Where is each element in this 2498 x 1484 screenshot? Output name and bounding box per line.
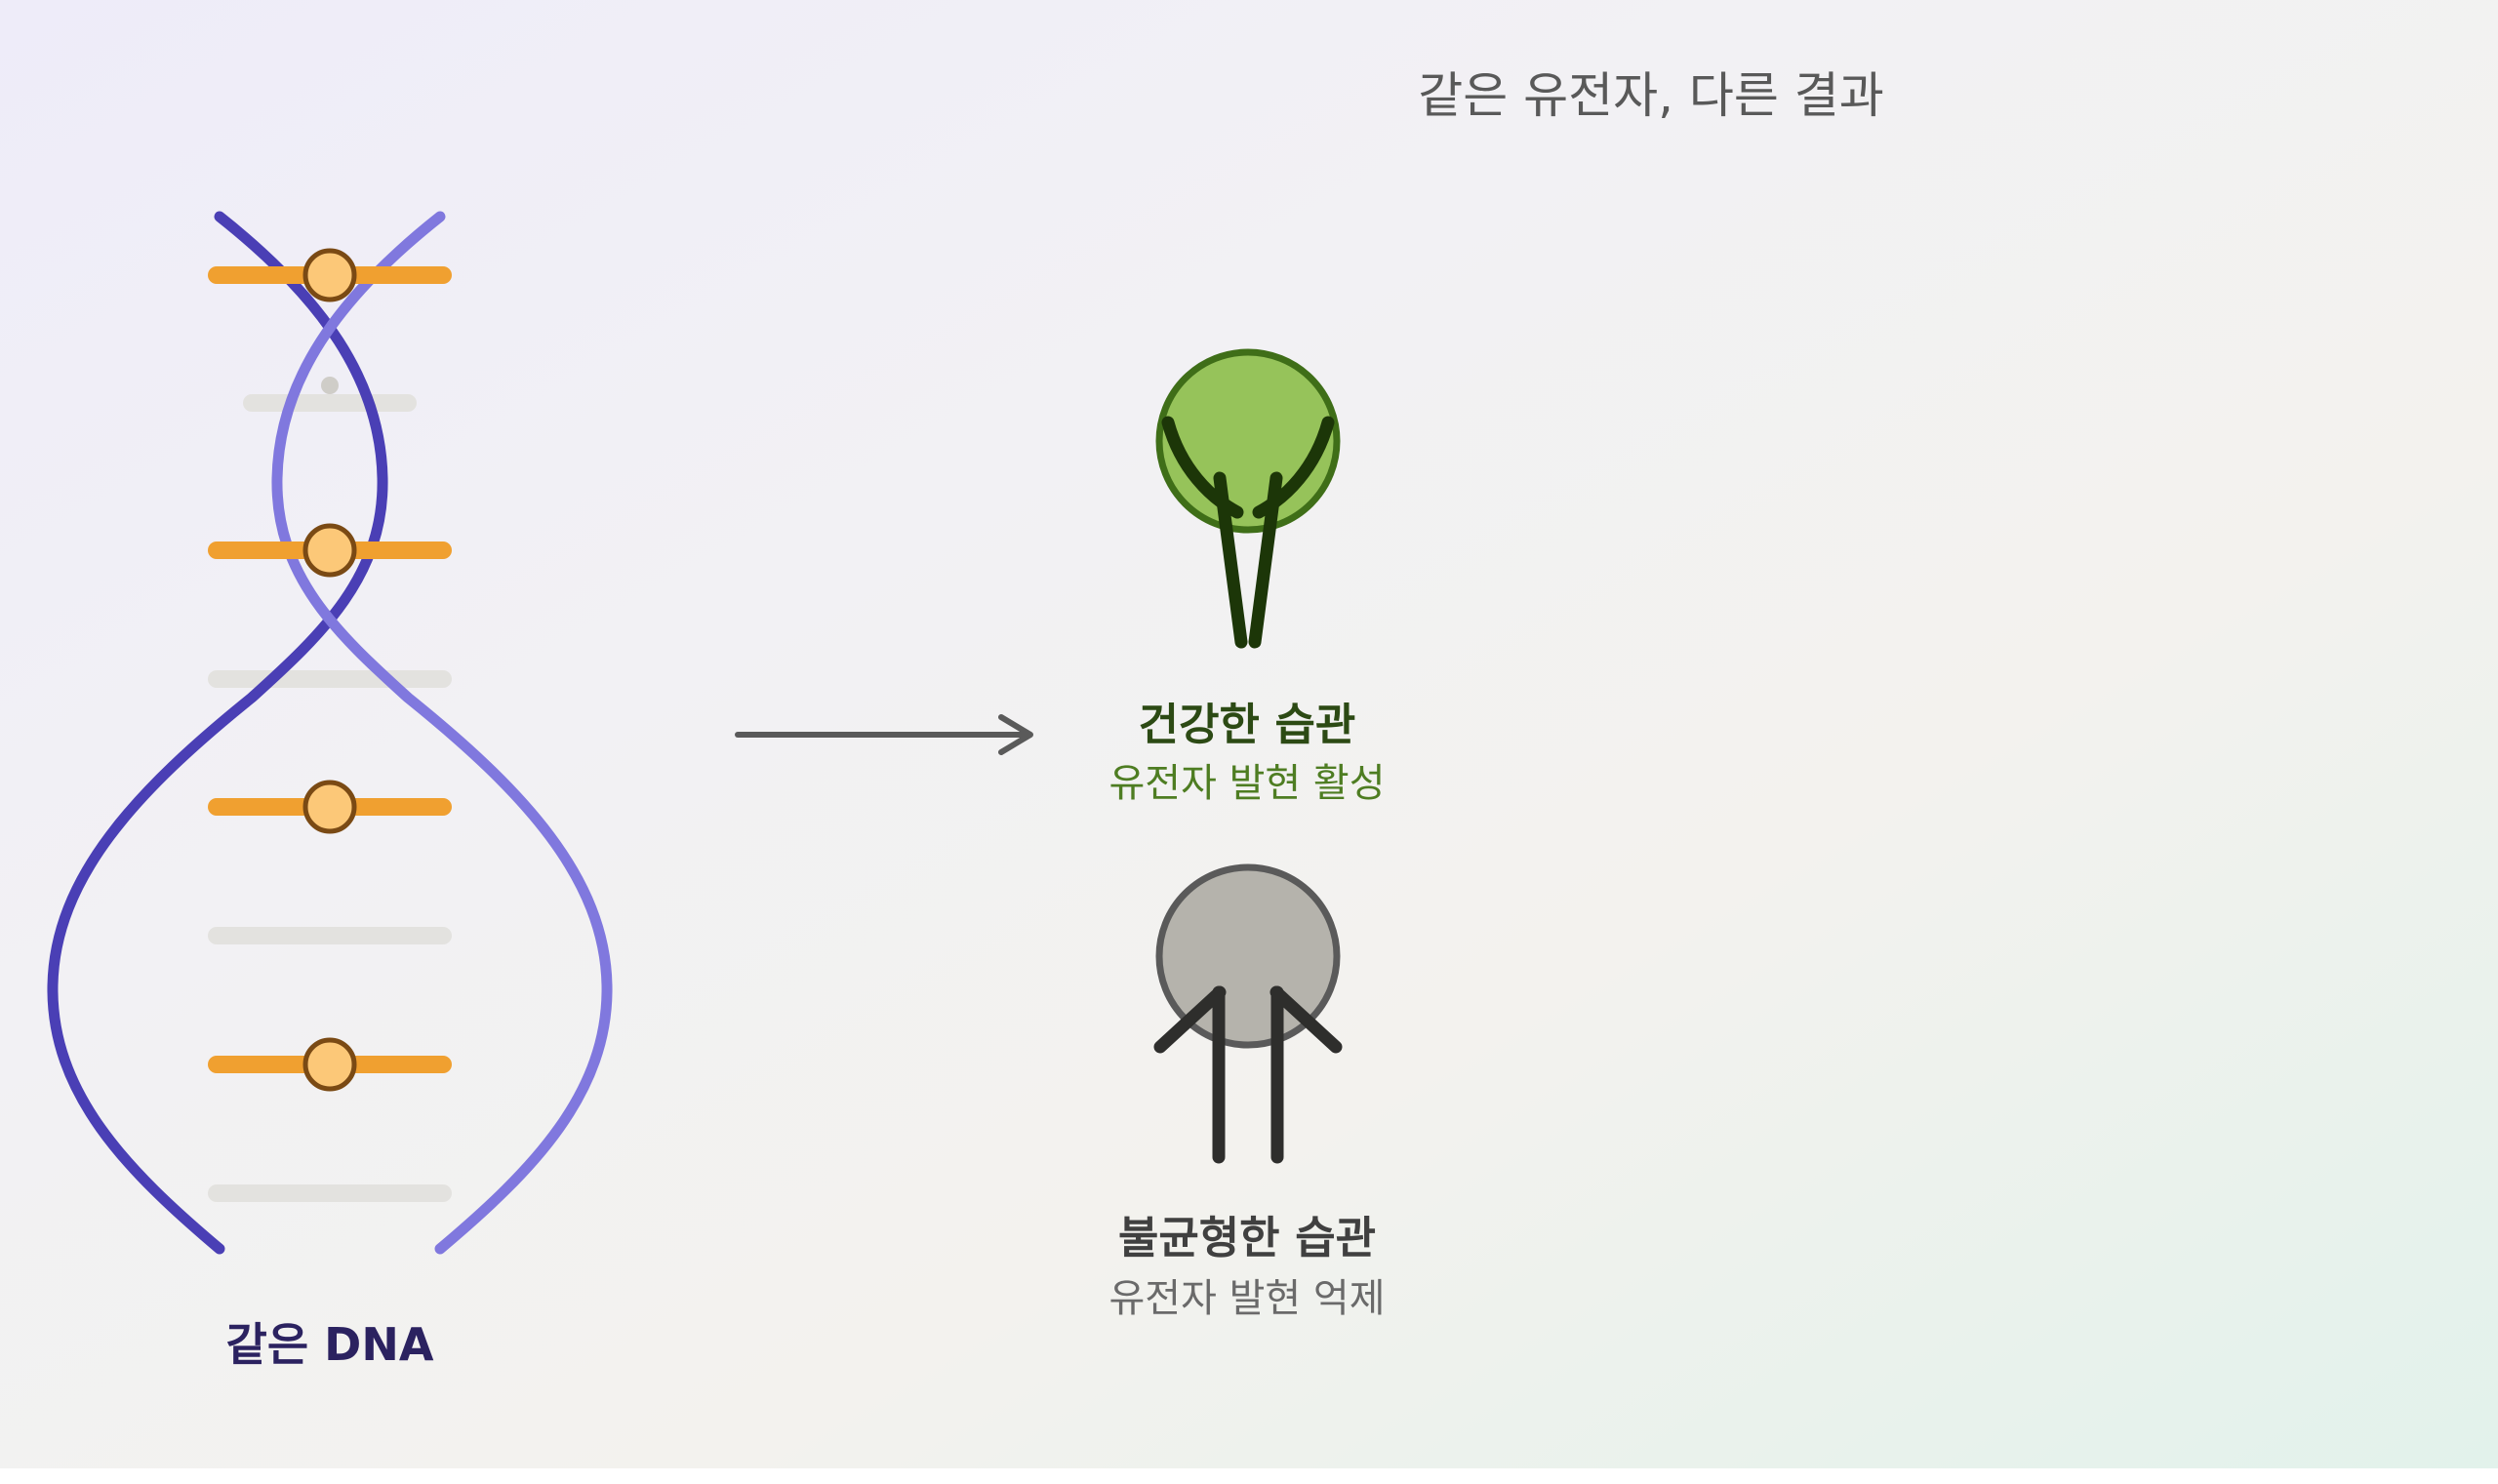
inactive-gene-figure — [1153, 863, 1343, 1164]
page-title: 같은 유전자, 다른 결과 — [1418, 67, 1884, 124]
healthy-habit-title: 건강한 습관 — [1138, 699, 1356, 750]
inactive-base-dot — [321, 377, 339, 394]
unhealthy-habit-title: 불균형한 습관 — [1117, 1212, 1377, 1263]
active-base-pairs — [208, 248, 452, 1092]
gene-marker — [302, 780, 357, 834]
gene-marker — [302, 1037, 357, 1092]
healthy-habit-subtitle: 유전자 발현 활성 — [1108, 761, 1386, 806]
unhealthy-habit-subtitle: 유전자 발현 억제 — [1108, 1276, 1386, 1321]
gene-marker — [302, 248, 357, 302]
active-gene-figure — [1155, 348, 1341, 649]
gene-marker — [302, 523, 357, 578]
dna-strand-dark — [47, 211, 388, 1255]
dna-strand-light — [271, 211, 613, 1255]
arrow — [735, 714, 1033, 755]
active-gene-circle — [1155, 348, 1341, 534]
dna-label: 같은 DNA — [225, 1318, 434, 1371]
inactive-base-pairs — [208, 377, 452, 1202]
